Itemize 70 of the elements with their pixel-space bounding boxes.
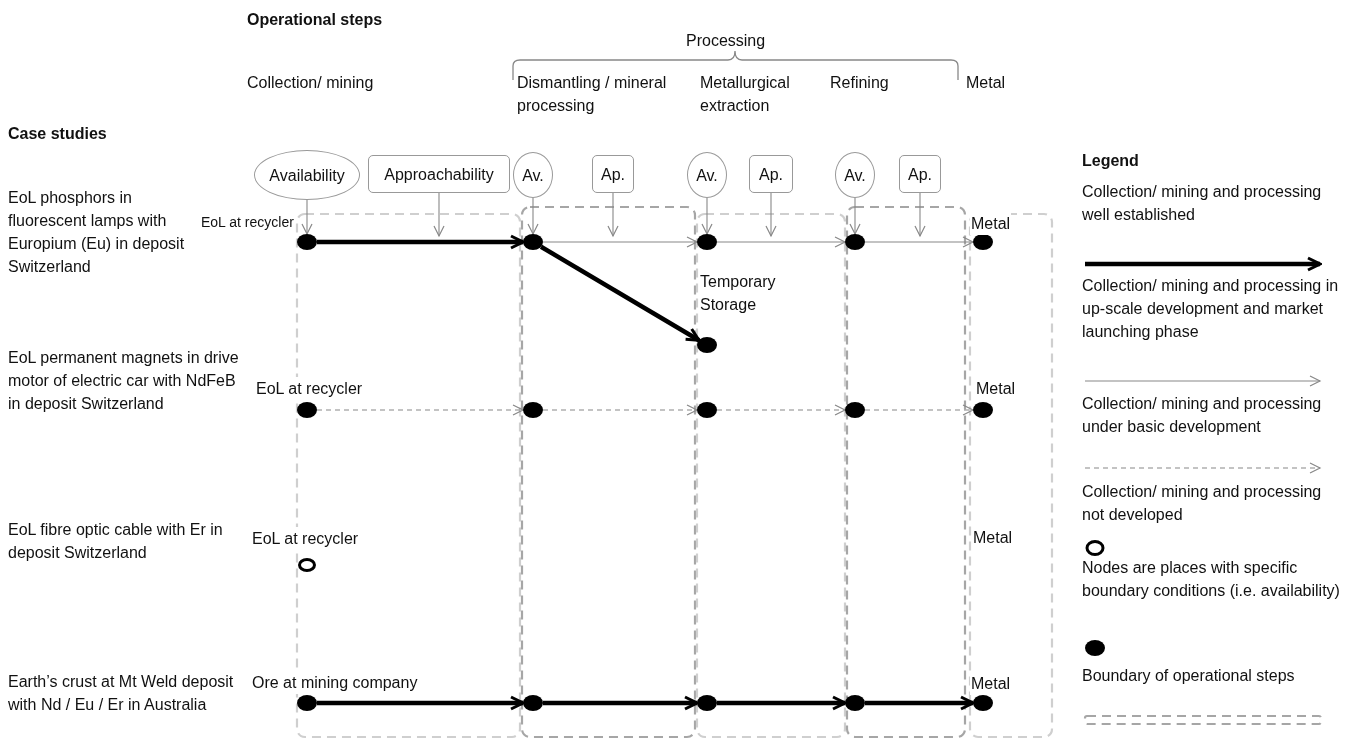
filled-node-dot — [697, 337, 717, 353]
case-study-text: EoL permanent magnets in drive motor of electric car with NdFeB in deposit Switzerland — [8, 348, 240, 414]
node-label: EoL at recycler — [251, 527, 360, 550]
arrow — [716, 236, 846, 248]
legend-title: Legend — [1082, 151, 1140, 171]
filled-node-dot — [297, 234, 317, 250]
arrow — [716, 404, 846, 416]
step-heading: Metallurgical extraction — [700, 73, 791, 116]
filled-node-dot — [697, 402, 717, 418]
filled-node-dot — [845, 695, 865, 711]
arrow — [316, 404, 524, 416]
arrow — [543, 695, 699, 711]
arrow — [527, 197, 539, 235]
arrow — [849, 197, 861, 235]
legend-text: Collection/ mining and processing not developed — [1082, 482, 1323, 525]
filled-node-dot — [697, 695, 717, 711]
filled-node-dot — [697, 234, 717, 250]
arrow — [701, 197, 713, 235]
node-label: Ore at mining company — [251, 671, 419, 694]
filled-node-dot — [973, 695, 993, 711]
case-study-text: EoL phosphors in fluorescent lamps with Europium (Eu) in deposit Switzerland — [8, 188, 186, 277]
approachability-box: Ap. — [899, 155, 941, 193]
filled-node-dot — [973, 402, 993, 418]
arrow — [864, 404, 974, 416]
case-study-text: EoL fibre optic cable with Er in deposit Switzerland — [8, 520, 224, 563]
filled-node-dot — [523, 402, 543, 418]
legend-text: Boundary of operational steps — [1082, 666, 1296, 686]
step-heading: Processing — [686, 31, 767, 51]
step-heading: Refining — [830, 73, 890, 93]
arrow — [864, 236, 974, 248]
filled-node-dot — [845, 402, 865, 418]
availability-ellipse: Av. — [687, 152, 727, 198]
legend-text: Nodes are places with specific boundary conditions (i.e. availability) — [1082, 558, 1341, 601]
pointer-arrow — [607, 192, 619, 237]
filled-node-dot — [845, 234, 865, 250]
step-heading: Metal — [973, 528, 1014, 548]
section-heading: Case studies — [8, 124, 108, 144]
legend-text: Collection/ mining and processing in up-scale development and market launching phase — [1082, 276, 1340, 342]
pointer-arrow — [914, 192, 926, 237]
legend-text: Collection/ mining and processing under basic development — [1082, 394, 1323, 437]
step-heading: Metal — [966, 73, 1007, 93]
arrow — [539, 244, 701, 343]
section-heading: Operational steps — [247, 10, 384, 30]
step-heading: Dismantling / mineral processing — [517, 73, 668, 116]
availability-ellipse: Availability — [254, 150, 360, 200]
arrow — [317, 695, 525, 711]
node-label: EoL at recycler — [255, 377, 364, 400]
filled-node-dot — [297, 695, 317, 711]
arrow — [717, 695, 847, 711]
filled-node-dot — [523, 695, 543, 711]
filled-node-dot — [523, 234, 543, 250]
approachability-box: Ap. — [592, 155, 634, 193]
node-label: EoL at recycler — [200, 213, 295, 231]
open-node-circle — [298, 558, 316, 572]
filled-node-dot — [297, 402, 317, 418]
availability-ellipse: Av. — [835, 152, 875, 198]
approachability-box: Approachability — [368, 155, 510, 193]
node-label: Metal — [970, 212, 1012, 235]
legend-text: Collection/ mining and processing well established — [1082, 182, 1323, 225]
pointer-arrow — [433, 192, 445, 237]
pointer-arrow — [765, 192, 777, 237]
case-study-text: Earth’s crust at Mt Weld deposit with Nd / Eu / Er in Australia — [8, 672, 235, 715]
arrow — [542, 404, 698, 416]
arrow — [301, 199, 313, 235]
arrow — [317, 234, 525, 250]
arrow — [865, 695, 975, 711]
arrow — [542, 236, 698, 248]
availability-ellipse: Av. — [513, 152, 553, 198]
approachability-box: Ap. — [749, 155, 793, 193]
step-heading: Collection/ mining — [247, 73, 375, 93]
